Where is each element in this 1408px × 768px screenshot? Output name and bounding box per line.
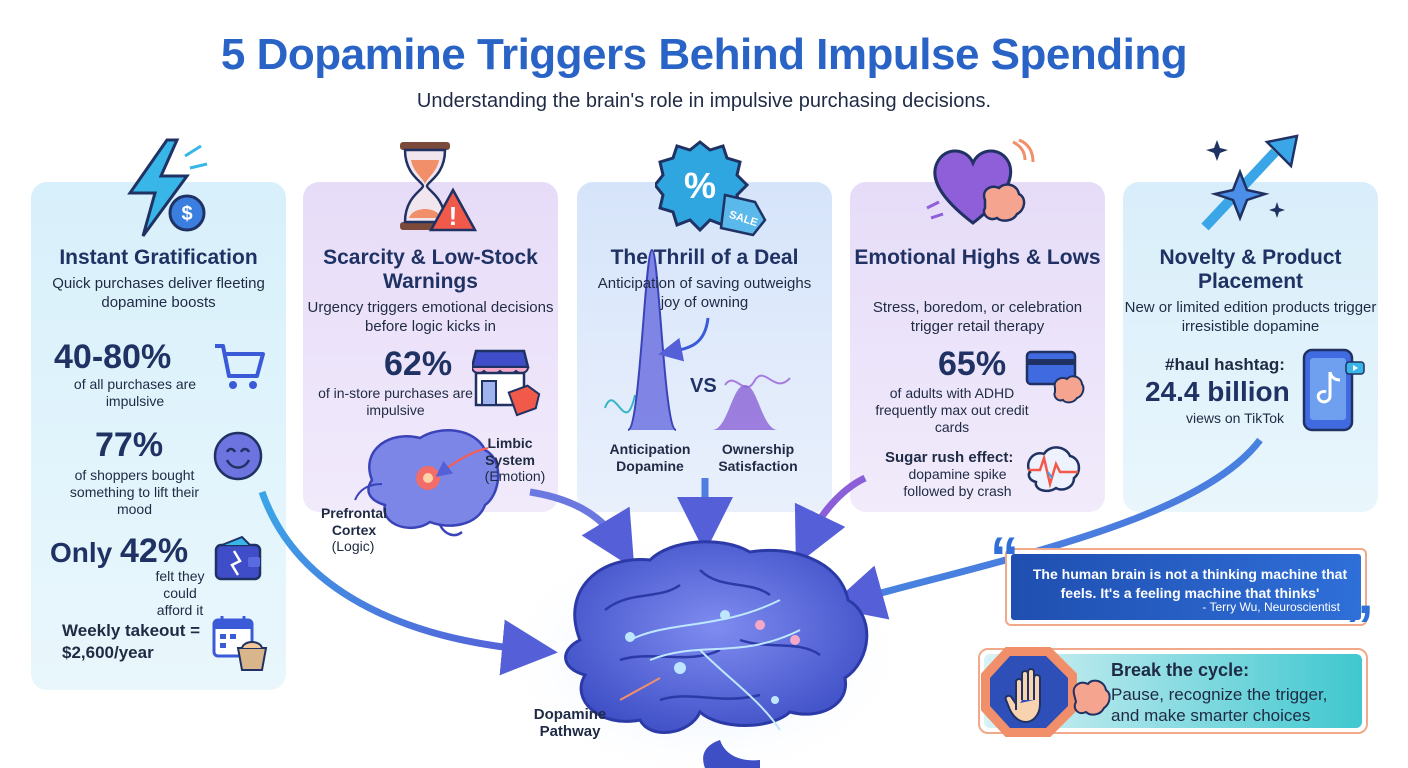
stat-takeout: Weekly takeout = $2,600/year: [62, 621, 201, 662]
ownership-curve: [712, 374, 791, 430]
svg-text:%: %: [684, 165, 716, 206]
label-anticipation: Anticipation Dopamine: [609, 441, 691, 474]
stat-tiktok-text: views on TikTok: [1185, 410, 1285, 426]
card2-title: Scarcity & Low-Stock Warnings: [323, 246, 538, 293]
stat-42-row: Only 42%: [50, 532, 188, 571]
page-subtitle: Understanding the brain's role in impuls…: [416, 90, 992, 112]
stat-40-80: 40-80%: [54, 338, 172, 376]
stat-77: 77%: [95, 426, 164, 464]
page-title: 5 Dopamine Triggers Behind Impulse Spend…: [220, 30, 1188, 79]
card1-title: Instant Gratification: [59, 246, 258, 269]
hourglass-warning-icon: !: [400, 142, 478, 232]
label-ownership: Ownership Satisfaction: [718, 441, 798, 474]
stat-62-text: of in-store purchases are impulsive: [318, 385, 473, 418]
anticipation-arrow: [658, 317, 710, 362]
break-cycle-title: Break the cycle:: [1111, 660, 1250, 680]
quote-box: [1005, 548, 1367, 626]
label-cortex: Prefrontal Cortex: [320, 505, 388, 538]
quote-open-icon: “: [990, 526, 1019, 591]
card-novelty: [1123, 182, 1378, 512]
svg-text:!: !: [449, 201, 458, 231]
label-limbic-sub: (Emotion): [484, 468, 546, 484]
sale-badge-icon: % SALE: [655, 140, 767, 237]
brain-spike-icon: [1027, 446, 1081, 493]
stat-40-80-text: of all purchases are impulsive: [73, 376, 197, 409]
quote-close-icon: ”: [1345, 594, 1374, 659]
stat-sugar: Sugar rush effect:: [885, 449, 1014, 466]
vs-label: VS: [690, 375, 717, 397]
calendar-takeout-icon: [212, 616, 268, 671]
smiley-icon: [213, 431, 263, 481]
label-limbic: Limbic System: [485, 435, 535, 468]
arrow-card1: [258, 490, 558, 676]
stat-42-prefix: Only: [50, 537, 113, 568]
stop-hand-brain-icon: [981, 647, 1111, 737]
card3-desc: Anticipation of saving outweighs joy of …: [597, 275, 812, 311]
svg-text:$: $: [181, 203, 192, 225]
card5-desc: New or limited edition products trigger …: [1124, 299, 1377, 335]
store-tag-icon: [472, 349, 541, 417]
quote-text: The human brain is not a thinking machin…: [1032, 566, 1348, 601]
broken-wallet-icon: [214, 535, 262, 581]
shopping-cart-icon: [215, 344, 265, 389]
card4-title: Emotional Highs & Lows: [854, 246, 1101, 269]
center-brain-icon: [564, 540, 869, 768]
phone-tiktok-icon: [1302, 348, 1365, 432]
stat-42: 42%: [120, 532, 189, 570]
stat-sugar-text: dopamine spike followed by crash: [903, 466, 1012, 499]
card5-title: Novelty & Product Placement: [1159, 246, 1342, 293]
stat-77-text: of shoppers bought something to lift the…: [69, 467, 200, 517]
stat-haul: #haul hashtag:: [1165, 355, 1285, 374]
card3-title: The Thrill of a Deal: [610, 246, 799, 269]
card1-desc: Quick purchases deliver fleeting dopamin…: [52, 275, 265, 311]
limbic-brain-icon: [354, 429, 500, 537]
lightning-dollar-icon: $: [127, 138, 208, 237]
arrow-card2: [529, 488, 635, 570]
stat-65-text: of adults with ADHD frequently max out c…: [875, 385, 1029, 435]
card2-desc: Urgency triggers emotional decisions bef…: [307, 299, 554, 335]
heart-brain-icon: [926, 138, 1035, 225]
break-cycle-text: Pause, recognize the trigger, and make s…: [1111, 685, 1328, 725]
stat-65: 65%: [938, 345, 1007, 383]
quote-author: - Terry Wu, Neuroscientist: [1202, 600, 1340, 614]
card4-desc: Stress, boredom, or celebration trigger …: [872, 299, 1083, 335]
dopamine-pathway-label: Dopamine Pathway: [533, 706, 607, 740]
anticipation-curve: [604, 248, 677, 431]
card-deal: [577, 182, 832, 512]
arrow-card5: [828, 437, 1263, 620]
stat-42-text: felt they could afford it: [155, 568, 205, 618]
sparkle-arrow-icon: [1201, 134, 1299, 231]
credit-card-brain-icon: [1025, 350, 1085, 404]
stat-24-billion: 24.4 billion: [1145, 376, 1290, 407]
stat-62: 62%: [384, 345, 453, 383]
arrow-card4: [794, 474, 867, 566]
label-cortex-sub: (Logic): [331, 538, 375, 554]
